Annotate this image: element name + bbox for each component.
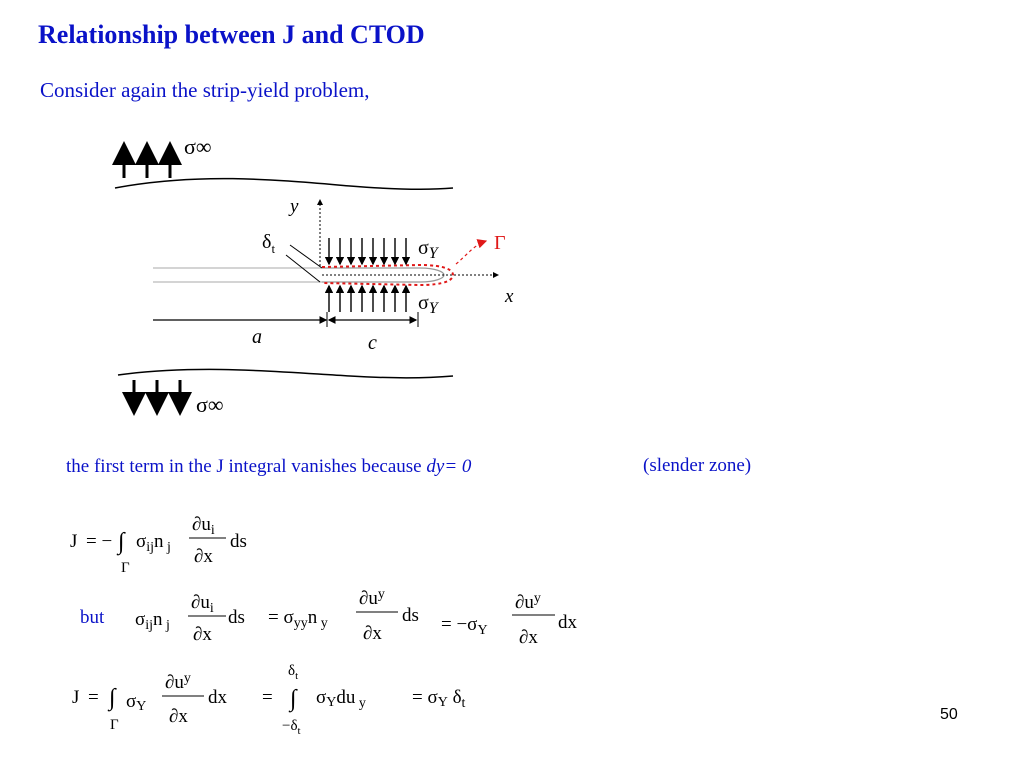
svg-text:dx: dx <box>208 687 228 708</box>
svg-text:σYdu y: σYdu y <box>316 687 366 711</box>
closing-stress-top <box>324 238 411 266</box>
plate-bottom-edge <box>117 368 454 379</box>
svg-text:∂x: ∂x <box>519 627 538 648</box>
svg-text:= −σY: = −σY <box>441 614 488 638</box>
sigma-inf-bottom: σ∞ <box>196 392 224 417</box>
svg-text:dx: dx <box>558 612 578 633</box>
svg-text:∂uy: ∂uy <box>359 587 385 609</box>
closing-stress-bottom <box>324 284 411 312</box>
svg-text:=: = <box>262 687 273 708</box>
svg-text:∂uy: ∂uy <box>165 671 191 693</box>
svg-text:= −: = − <box>86 531 112 552</box>
plate-top-edge <box>114 177 454 191</box>
x-axis-label: x <box>504 286 514 307</box>
page-number: 50 <box>940 706 958 723</box>
svg-text:∂x: ∂x <box>194 546 213 567</box>
svg-text:J: J <box>70 531 77 552</box>
svg-text:ds: ds <box>230 531 247 552</box>
note-text: the first term in the J integral vanishe… <box>66 456 471 478</box>
bottom-stress-arrows <box>122 380 192 416</box>
svg-text:σijn j: σijn j <box>136 531 171 555</box>
equation-j-ctod: J = ∫ Γ σY ∂uy ∂x dx = δt ∫ −δt σYdu y =… <box>72 663 466 737</box>
svg-text:but: but <box>80 607 105 628</box>
intro-text: Consider again the strip-yield problem, <box>40 78 370 102</box>
sigma-Y-bottom: σY <box>418 292 440 317</box>
slide-title: Relationship between J and CTOD <box>38 20 425 49</box>
svg-text:ds: ds <box>402 605 419 626</box>
svg-text:−δt: −δt <box>282 718 301 737</box>
sigma-inf-top: σ∞ <box>184 134 212 159</box>
equation-j-definition: J = − ∫ Γ σijn j ∂ui ∂x ds <box>70 514 247 576</box>
svg-text:δt: δt <box>288 663 298 682</box>
svg-text:ds: ds <box>228 607 245 628</box>
svg-text:= σyyn y: = σyyn y <box>268 607 328 631</box>
svg-text:∫: ∫ <box>107 685 117 712</box>
svg-text:σijn j: σijn j <box>135 609 170 633</box>
svg-text:∂x: ∂x <box>363 623 382 644</box>
note-eq: = 0 <box>444 456 472 477</box>
gamma-label: Γ <box>494 232 506 254</box>
svg-text:Γ: Γ <box>110 717 119 733</box>
gamma-contour <box>321 263 455 287</box>
svg-text:∂uy: ∂uy <box>515 591 541 613</box>
note-paren: (slender zone) <box>643 455 752 476</box>
a-label: a <box>252 326 262 348</box>
svg-text:∂ui: ∂ui <box>192 514 215 538</box>
note-var: dy <box>426 456 445 477</box>
sigma-Y-top: σY <box>418 237 440 262</box>
svg-text:σY: σY <box>126 691 146 714</box>
svg-text:=: = <box>88 687 99 708</box>
top-stress-arrows <box>112 141 182 178</box>
equation-but: but σijn j ∂ui ∂x ds = σyyn y ∂uy ∂x ds … <box>80 587 578 648</box>
svg-text:∂x: ∂x <box>193 624 212 645</box>
svg-text:J: J <box>72 687 79 708</box>
y-axis-label: y <box>288 196 299 217</box>
svg-text:∫: ∫ <box>116 529 126 556</box>
svg-text:Γ: Γ <box>121 560 130 576</box>
note-main: the first term in the J integral vanishe… <box>66 456 427 477</box>
c-label: c <box>368 332 377 354</box>
delta-t-label: δt <box>262 231 275 256</box>
svg-text:∂ui: ∂ui <box>191 592 214 616</box>
svg-text:= σY δt: = σY δt <box>412 687 466 711</box>
svg-text:∫: ∫ <box>288 686 298 713</box>
svg-text:∂x: ∂x <box>169 706 188 727</box>
